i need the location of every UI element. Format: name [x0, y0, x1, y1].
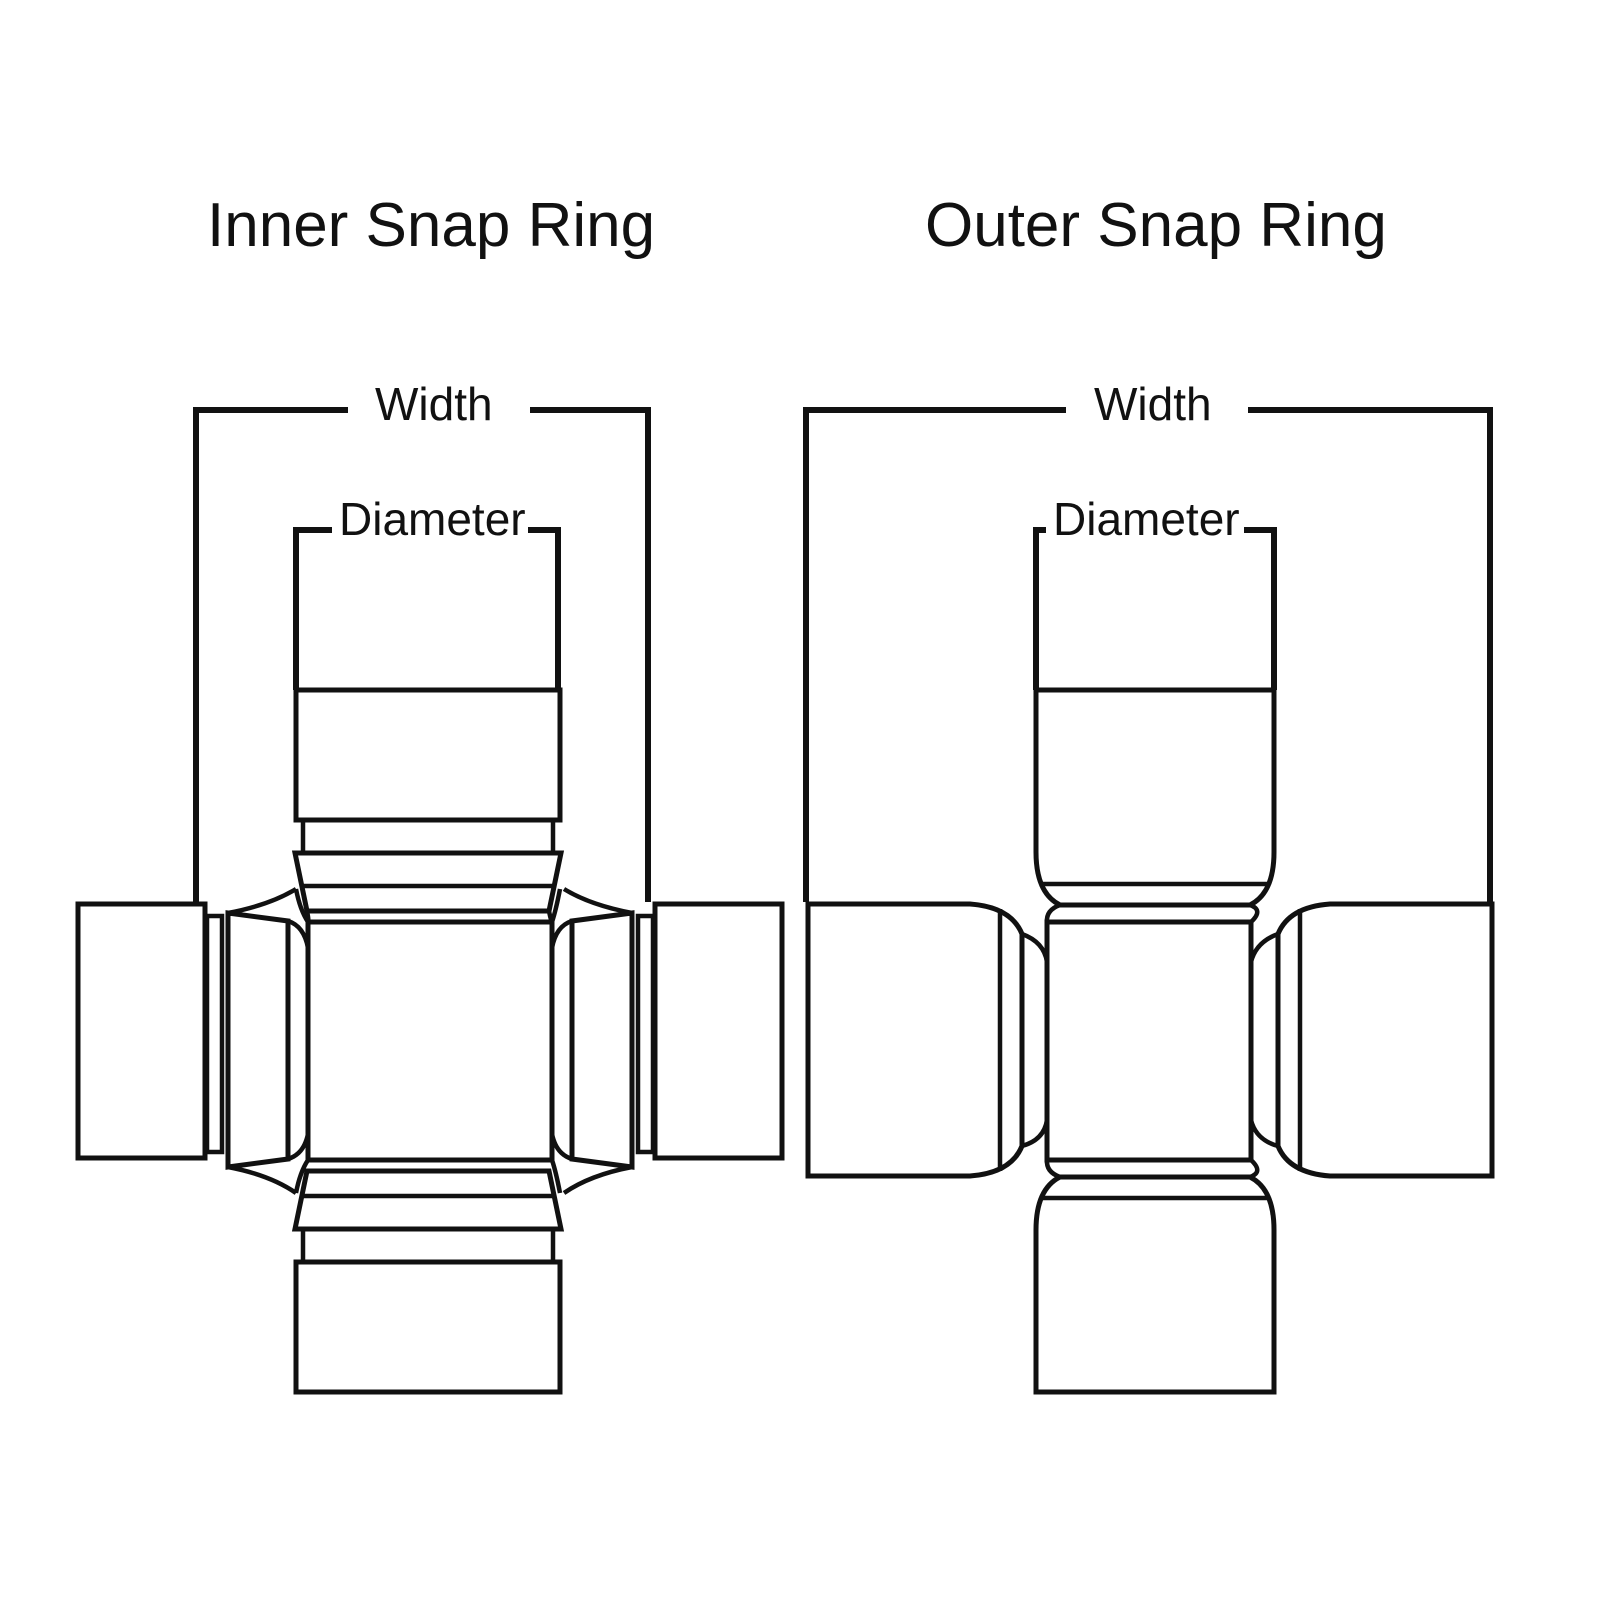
- outer-snap-ring-drawing: [803, 407, 1495, 1395]
- dimension-label-width-inner: Width: [363, 381, 505, 427]
- top-arm-inner: [291, 687, 565, 924]
- left-arm-outer: [805, 901, 1050, 1179]
- left-arm-inner: [75, 887, 311, 1195]
- panel-title-inner-snap-ring: Inner Snap Ring: [207, 191, 656, 260]
- dimension-label-diameter-outer: Diameter: [1041, 496, 1252, 542]
- cross-center-body-outer: [1044, 919, 1254, 1163]
- diameter-dimension-bracket-inner: [293, 527, 561, 690]
- inner-snap-ring-drawing: [75, 407, 785, 1395]
- bottom-arm-outer: [1033, 1158, 1277, 1395]
- dimension-label-diameter-inner: Diameter: [327, 496, 538, 542]
- width-dimension-bracket-outer: [803, 407, 1493, 902]
- bottom-arm-inner: [291, 1158, 565, 1395]
- cross-center-body-inner: [305, 919, 555, 1163]
- panel-title-outer-snap-ring: Outer Snap Ring: [925, 191, 1387, 260]
- right-arm-outer: [1248, 901, 1495, 1179]
- width-dimension-bracket-inner: [193, 407, 651, 902]
- dimension-label-width-outer: Width: [1082, 381, 1224, 427]
- diameter-dimension-bracket-outer: [1033, 527, 1277, 690]
- right-arm-inner: [549, 887, 785, 1195]
- top-arm-outer: [1033, 687, 1277, 924]
